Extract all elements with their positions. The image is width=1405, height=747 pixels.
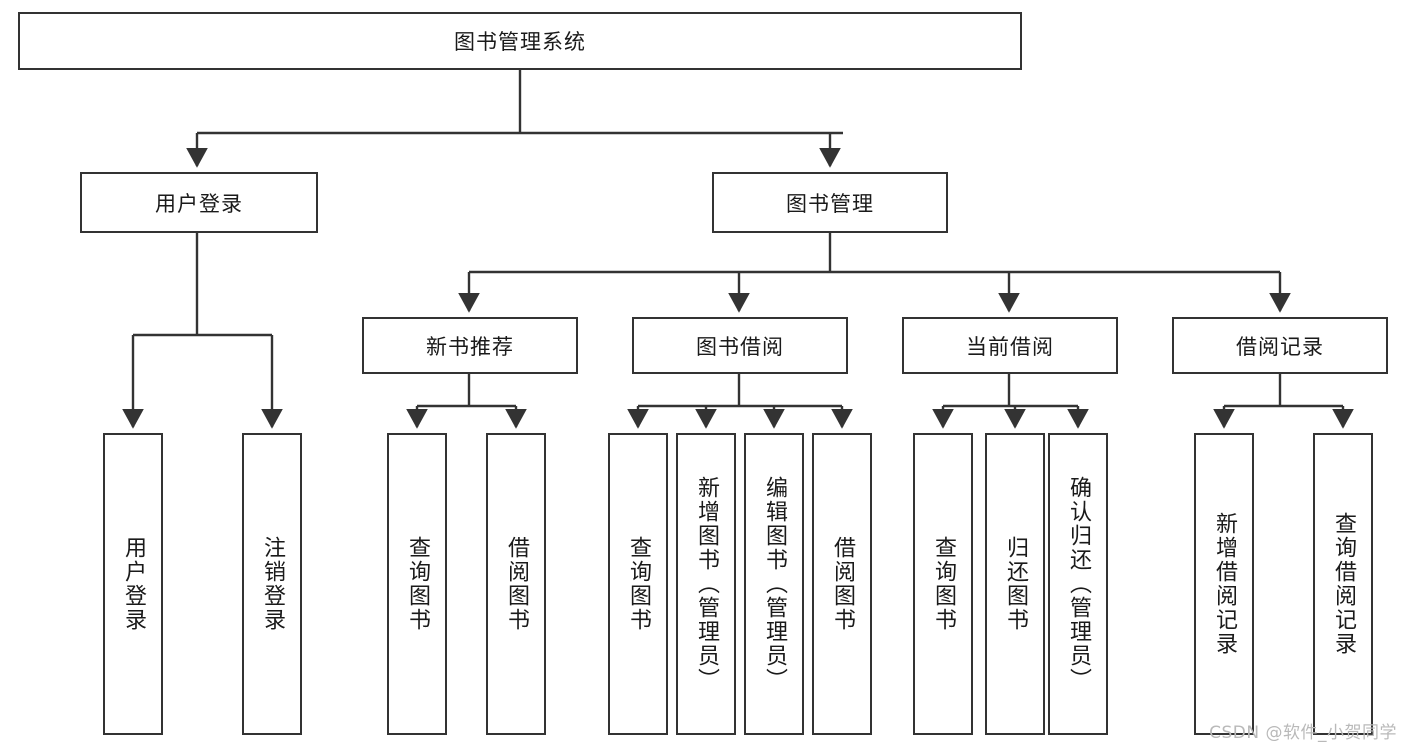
node-label: 借阅图书	[504, 536, 529, 632]
node-label: 用户登录	[155, 191, 243, 216]
node-label: 确认归还（管理员）	[1066, 476, 1091, 692]
node-label: 图书借阅	[696, 334, 784, 359]
node-leaf-add-borrow-record[interactable]: 新增借阅记录	[1194, 433, 1254, 735]
node-label: 当前借阅	[966, 334, 1054, 359]
node-label: 新增图书（管理员）	[694, 476, 719, 692]
node-leaf-borrow-book[interactable]: 借阅图书	[812, 433, 872, 735]
node-leaf-confirm-return-admin[interactable]: 确认归还（管理员）	[1048, 433, 1108, 735]
node-leaf-edit-book-admin[interactable]: 编辑图书（管理员）	[744, 433, 804, 735]
node-user-login[interactable]: 用户登录	[80, 172, 318, 233]
node-label: 用户登录	[121, 536, 146, 632]
node-leaf-borrow-book-new[interactable]: 借阅图书	[486, 433, 546, 735]
node-label: 注销登录	[260, 536, 285, 632]
node-label: 图书管理	[786, 191, 874, 216]
node-new-book-recommend[interactable]: 新书推荐	[362, 317, 578, 374]
node-label: 查询图书	[405, 536, 430, 632]
node-label: 借阅图书	[830, 536, 855, 632]
node-leaf-user-login[interactable]: 用户登录	[103, 433, 163, 735]
node-current-borrow[interactable]: 当前借阅	[902, 317, 1118, 374]
node-label: 新书推荐	[426, 334, 514, 359]
node-label: 查询图书	[931, 536, 956, 632]
node-leaf-query-book[interactable]: 查询图书	[608, 433, 668, 735]
node-leaf-add-book-admin[interactable]: 新增图书（管理员）	[676, 433, 736, 735]
watermark: CSDN @软件_小贺同学	[1209, 723, 1397, 743]
node-book-management[interactable]: 图书管理	[712, 172, 948, 233]
node-label: 查询图书	[626, 536, 651, 632]
node-borrow-record[interactable]: 借阅记录	[1172, 317, 1388, 374]
node-label: 新增借阅记录	[1212, 512, 1237, 656]
node-leaf-logout[interactable]: 注销登录	[242, 433, 302, 735]
node-leaf-query-borrow-record[interactable]: 查询借阅记录	[1313, 433, 1373, 735]
node-label: 查询借阅记录	[1331, 512, 1356, 656]
node-leaf-query-book-current[interactable]: 查询图书	[913, 433, 973, 735]
node-book-borrow[interactable]: 图书借阅	[632, 317, 848, 374]
node-label: 图书管理系统	[454, 30, 586, 54]
node-leaf-query-book-new[interactable]: 查询图书	[387, 433, 447, 735]
node-root-system[interactable]: 图书管理系统	[18, 12, 1022, 70]
node-leaf-return-book[interactable]: 归还图书	[985, 433, 1045, 735]
node-label: 借阅记录	[1236, 334, 1324, 359]
node-label: 编辑图书（管理员）	[762, 476, 787, 692]
node-label: 归还图书	[1003, 536, 1028, 632]
